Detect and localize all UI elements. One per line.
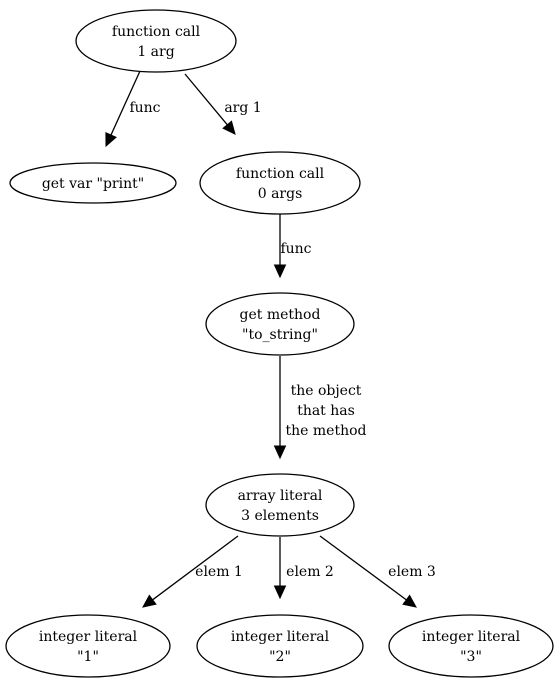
edge-arg1: arg 1 bbox=[184, 73, 262, 135]
node-label: function call 1 arg bbox=[112, 24, 201, 60]
node-ellipse bbox=[196, 614, 364, 678]
node-label-line: function call bbox=[112, 24, 201, 40]
node-ellipse bbox=[388, 614, 554, 678]
edge-line bbox=[110, 70, 141, 136]
arrowhead bbox=[105, 132, 117, 148]
node-int1: integer literal "1" bbox=[5, 614, 171, 678]
edge-elem3: elem 3 bbox=[319, 535, 436, 608]
node-label-line: 0 args bbox=[258, 186, 303, 202]
node-call1: function call 1 arg bbox=[75, 9, 237, 73]
node-method: get method "to_string" bbox=[205, 292, 355, 356]
edge-object: the object that has the method bbox=[273, 356, 367, 460]
node-int2: integer literal "2" bbox=[196, 614, 364, 678]
arrowhead bbox=[273, 264, 287, 279]
node-label: array literal 3 elements bbox=[238, 488, 323, 524]
node-label-line: "to_string" bbox=[242, 327, 318, 343]
node-label-line: "1" bbox=[77, 649, 99, 665]
edge-label-line: elem 1 bbox=[195, 564, 243, 580]
node-label-line: integer literal bbox=[39, 629, 138, 645]
edge-elem1: elem 1 bbox=[142, 535, 243, 608]
edge-line bbox=[152, 535, 239, 601]
edge-label: elem 1 bbox=[195, 564, 243, 580]
arrowhead bbox=[222, 120, 236, 135]
node-label-line: array literal bbox=[238, 488, 323, 504]
node-ellipse bbox=[205, 473, 355, 537]
node-label: integer literal "2" bbox=[231, 629, 330, 665]
node-label-line: integer literal bbox=[422, 629, 521, 645]
arrowhead bbox=[402, 594, 417, 608]
edge-label-line: that has bbox=[297, 403, 355, 419]
node-label: function call 0 args bbox=[236, 166, 325, 202]
node-ellipse bbox=[75, 9, 237, 73]
node-label-line: 3 elements bbox=[241, 508, 319, 524]
edge-label-line: the object bbox=[291, 383, 362, 399]
edge-label: the object that has the method bbox=[286, 383, 367, 439]
node-label: get var "print" bbox=[42, 176, 144, 192]
edge-func0: func bbox=[273, 214, 312, 279]
edge-label-line: the method bbox=[286, 423, 367, 439]
edge-label: func bbox=[129, 100, 160, 116]
node-ellipse bbox=[9, 162, 177, 204]
arrowhead bbox=[273, 585, 287, 600]
edge-label-line: elem 2 bbox=[286, 564, 334, 580]
edge-label: elem 2 bbox=[286, 564, 334, 580]
node-label-line: "3" bbox=[460, 649, 482, 665]
edge-func1: func bbox=[105, 70, 161, 148]
edge-line bbox=[319, 535, 407, 601]
node-ellipse bbox=[205, 292, 355, 356]
edge-line bbox=[184, 73, 228, 126]
node-print: get var "print" bbox=[9, 162, 177, 204]
node-array: array literal 3 elements bbox=[205, 473, 355, 537]
edge-label-line: elem 3 bbox=[388, 564, 436, 580]
node-label-line: "2" bbox=[269, 649, 291, 665]
node-int3: integer literal "3" bbox=[388, 614, 554, 678]
node-label: integer literal "1" bbox=[39, 629, 138, 665]
node-call0: function call 0 args bbox=[199, 151, 361, 215]
edge-label: func bbox=[280, 241, 311, 257]
edge-elem2: elem 2 bbox=[273, 537, 334, 600]
node-label-line: integer literal bbox=[231, 629, 330, 645]
node-label-line: function call bbox=[236, 166, 325, 182]
edges-layer: func arg 1 func the object that has the metho… bbox=[105, 70, 436, 608]
node-label-line: get var "print" bbox=[42, 176, 144, 192]
node-label-line: 1 arg bbox=[137, 44, 174, 60]
node-label-line: get method bbox=[240, 307, 321, 323]
node-ellipse bbox=[199, 151, 361, 215]
node-label: integer literal "3" bbox=[422, 629, 521, 665]
node-label: get method "to_string" bbox=[240, 307, 321, 343]
edge-label-line: arg 1 bbox=[224, 100, 261, 116]
edge-label-line: func bbox=[280, 241, 311, 257]
arrowhead bbox=[273, 445, 287, 460]
edge-label: arg 1 bbox=[224, 100, 261, 116]
node-ellipse bbox=[5, 614, 171, 678]
arrowhead bbox=[142, 594, 157, 608]
edge-label: elem 3 bbox=[388, 564, 436, 580]
nodes-layer: function call 1 arg get var "print" functio… bbox=[5, 9, 554, 678]
edge-label-line: func bbox=[129, 100, 160, 116]
